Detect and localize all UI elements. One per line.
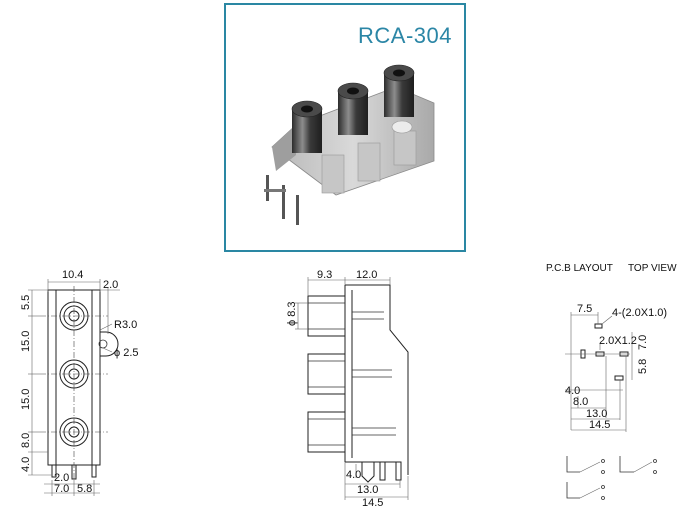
pcb-slot xyxy=(594,323,603,329)
dim-hole: ϕ 2.5 xyxy=(114,347,139,359)
product-photo-frame: RCA-304 xyxy=(224,3,466,252)
dim-width-top: 10.4 xyxy=(62,269,83,281)
dim-flange: 2.0 xyxy=(103,279,118,291)
pcb-view-label: TOP VIEW xyxy=(628,263,677,274)
pcb-dim-slots: 4-(2.0X1.0) xyxy=(612,307,667,319)
dim-v-5-5: 5.5 xyxy=(20,295,32,310)
pcb-dim-8: 8.0 xyxy=(573,396,588,408)
dim-b-7: 7.0 xyxy=(54,483,69,495)
side-view: 9.3 12.0 ϕ 8.3 4.0 13.0 14.5 xyxy=(286,269,409,509)
dim-b-5-8: 5.8 xyxy=(77,483,92,495)
dim-v-15-b: 15.0 xyxy=(20,389,32,410)
pcb-dim-13: 13.0 xyxy=(586,408,607,420)
pcb-dim-2x1-2: 2.0X1.2 xyxy=(599,335,637,347)
dim-v-4: 4.0 xyxy=(20,457,32,472)
dim-b-14-5: 14.5 xyxy=(362,497,383,509)
model-label: RCA-304 xyxy=(358,23,452,48)
pcb-slot xyxy=(614,375,624,381)
dim-v-8: 8.0 xyxy=(20,433,32,448)
schematic-symbols xyxy=(566,456,657,500)
dim-w-12: 12.0 xyxy=(356,269,377,281)
pcb-dim-4: 4.0 xyxy=(565,385,580,397)
dim-radius: R3.0 xyxy=(114,319,137,331)
pcb-title: P.C.B LAYOUT xyxy=(546,263,613,274)
dim-b-2: 2.0 xyxy=(54,472,69,484)
pcb-dim-14-5: 14.5 xyxy=(589,419,610,431)
dim-v-15-a: 15.0 xyxy=(20,331,32,352)
rca-jack-photo xyxy=(264,64,435,225)
pcb-dim-7-5: 7.5 xyxy=(577,303,592,315)
dim-w-9-3: 9.3 xyxy=(317,269,332,281)
dim-dia: ϕ 8.3 xyxy=(286,301,298,326)
dim-b-13: 13.0 xyxy=(357,484,378,496)
front-view: 10.4 2.0 R3.0 ϕ 2.5 5.5 15.0 15.0 8.0 4.… xyxy=(20,269,139,496)
pcb-dim-7: 7.0 xyxy=(637,335,649,350)
pcb-dim-5-8: 5.8 xyxy=(637,359,649,374)
pcb-layout: P.C.B LAYOUT TOP VIEW 7.5 4-(2.0X1.0) 2.… xyxy=(546,263,677,432)
dim-h-4: 4.0 xyxy=(346,469,361,481)
